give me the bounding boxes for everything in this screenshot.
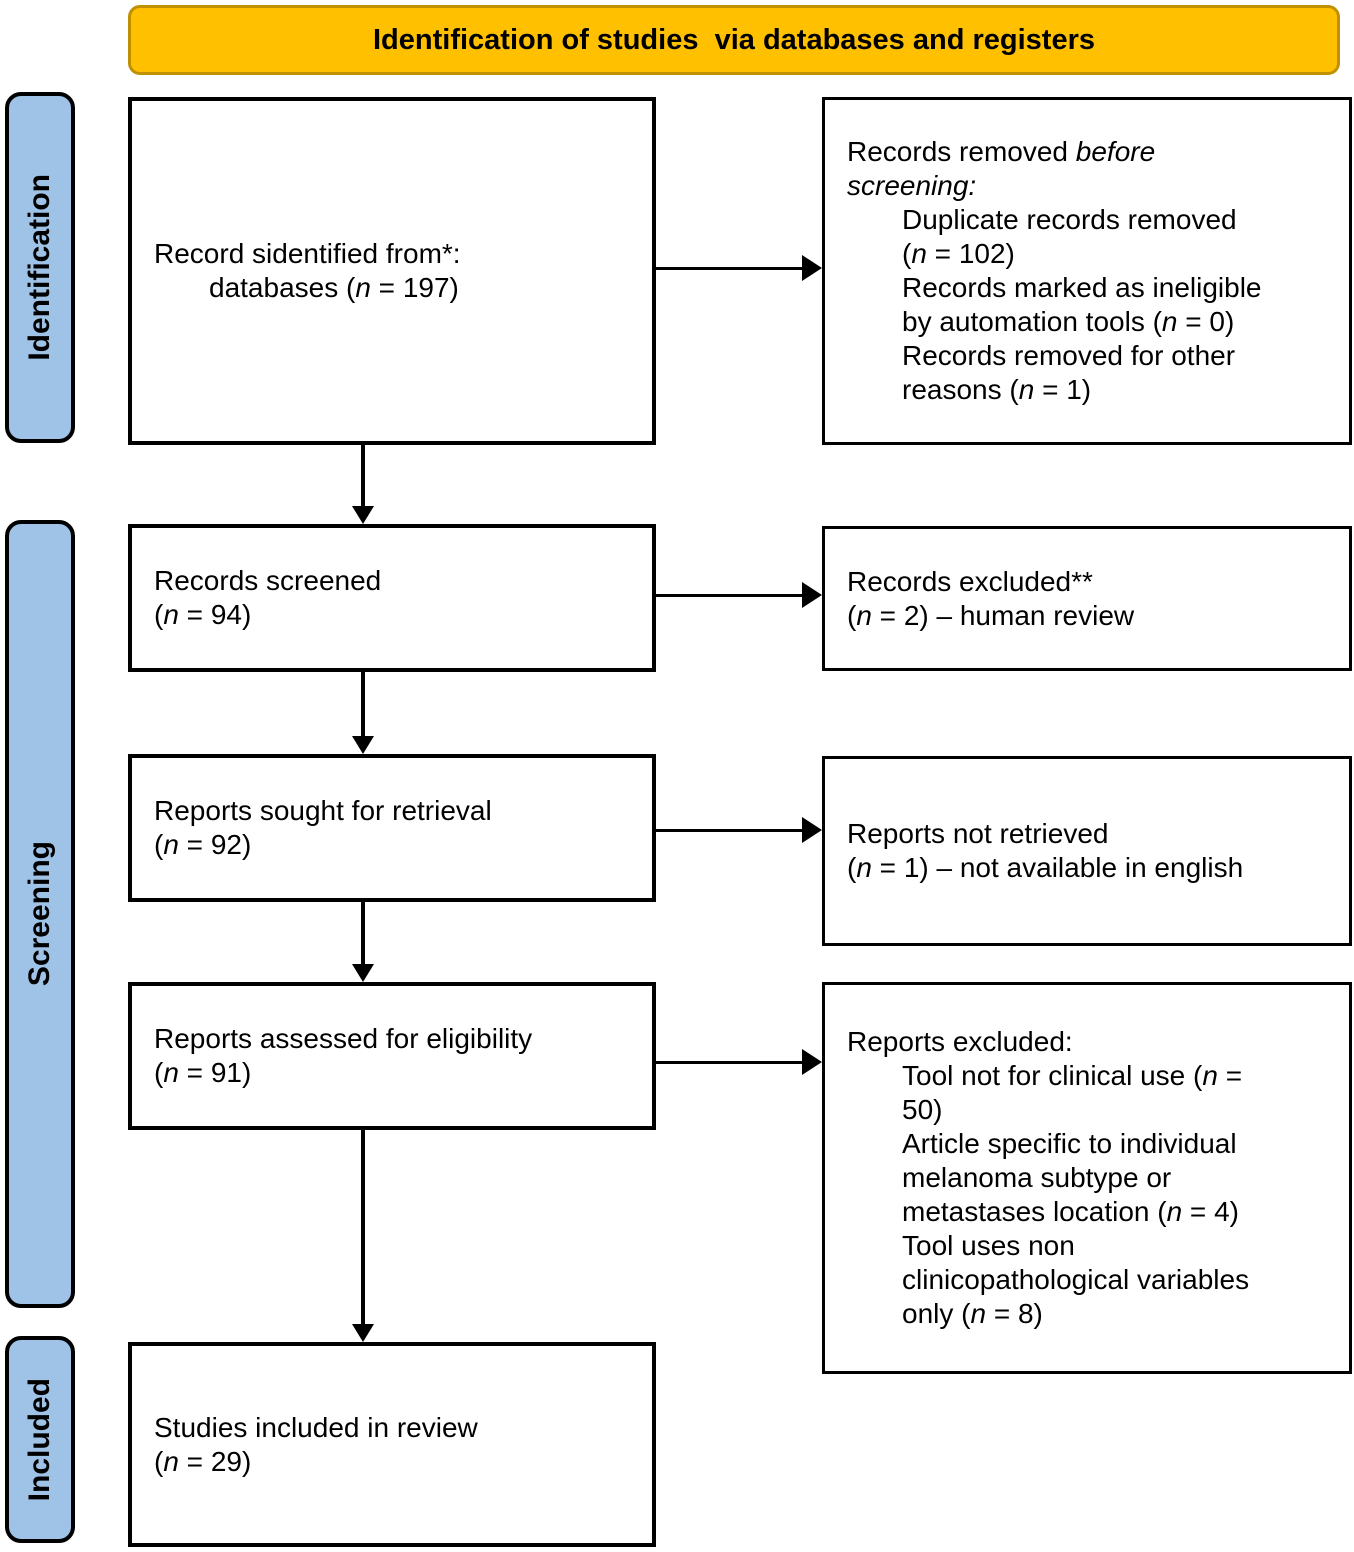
banner-title: Identification of studies via databases … — [373, 23, 1095, 56]
arrow-right-icon — [802, 255, 822, 281]
text-line: (n = 91) — [154, 1057, 252, 1088]
text-line: by automation tools (n = 0) — [902, 306, 1235, 337]
text-line: Reports sought for retrieval — [154, 795, 492, 826]
stage-label-included: Included — [5, 1336, 75, 1543]
arrow-down-icon — [352, 1324, 374, 1342]
text-line: Duplicate records removed — [902, 204, 1237, 235]
stage-label-screening-text: Screening — [23, 841, 56, 987]
text-line: Records screened — [154, 565, 382, 596]
arrow-identified-to-removed — [656, 255, 822, 281]
arrow-right-icon — [802, 1049, 822, 1075]
arrow-identified-to-screened — [352, 445, 374, 524]
stage-label-identification: Identification — [5, 92, 75, 443]
text-line: reasons (n = 1) — [902, 374, 1092, 405]
box-records-identified-text: Record sidentified from*:databases (n = … — [132, 237, 652, 305]
text-line: Records removed for other — [902, 340, 1236, 371]
text-line: 50) — [902, 1094, 943, 1125]
text-line: Tool uses non — [902, 1230, 1075, 1261]
box-reports-sought-text: Reports sought for retrieval(n = 92) — [132, 794, 652, 862]
box-records-excluded: Records excluded**(n = 2) – human review — [822, 526, 1352, 671]
text-line: databases (n = 197) — [209, 272, 459, 303]
box-records-excluded-text: Records excluded**(n = 2) – human review — [825, 565, 1349, 633]
text-line: melanoma subtype or — [902, 1162, 1172, 1193]
text-line: Studies included in review — [154, 1411, 478, 1443]
arrow-assessed-to-reports-excluded — [656, 1049, 822, 1075]
text-line: Reports excluded: — [847, 1026, 1073, 1057]
arrow-right-icon — [802, 817, 822, 843]
arrow-shaft — [656, 1060, 804, 1064]
text-line: (n = 1) – not available in english — [847, 852, 1244, 883]
box-records-screened-text: Records screened(n = 94) — [132, 564, 652, 632]
arrow-shaft — [656, 593, 804, 597]
stage-label-identification-text: Identification — [23, 174, 56, 361]
arrow-screened-to-excluded — [656, 582, 822, 608]
box-reports-assessed: Reports assessed for eligibility(n = 91) — [128, 982, 656, 1130]
arrow-right-icon — [802, 582, 822, 608]
arrow-shaft — [656, 828, 804, 832]
box-reports-excluded: Reports excluded:Tool not for clinical u… — [822, 982, 1352, 1374]
arrow-down-icon — [352, 736, 374, 754]
text-line: Records excluded** — [847, 565, 1093, 597]
text-line: Tool not for clinical use (n = — [902, 1060, 1243, 1091]
box-reports-sought: Reports sought for retrieval(n = 92) — [128, 754, 656, 902]
box-reports-excluded-text: Reports excluded:Tool not for clinical u… — [825, 1025, 1349, 1331]
text-line: metastases location (n = 4) — [902, 1196, 1239, 1227]
arrow-down-icon — [352, 506, 374, 524]
text-line: Reports assessed for eligibility — [154, 1023, 533, 1054]
text-line: Article specific to individual — [902, 1128, 1237, 1159]
text-line: Record sidentified from*: — [154, 238, 461, 269]
box-studies-included-text: Studies included in review(n = 29) — [132, 1411, 652, 1479]
arrow-screened-to-sought — [352, 672, 374, 754]
box-reports-not-retrieved: Reports not retrieved(n = 1) – not avail… — [822, 756, 1352, 946]
arrow-shaft — [361, 1130, 365, 1325]
arrow-shaft — [361, 445, 365, 507]
text-line: (n = 2) – human review — [847, 599, 1135, 631]
text-line: (n = 29) — [154, 1445, 252, 1477]
arrow-shaft — [361, 672, 365, 737]
header-banner: Identification of studies via databases … — [128, 5, 1340, 75]
box-reports-assessed-text: Reports assessed for eligibility(n = 91) — [132, 1022, 652, 1090]
text-line: Records marked as ineligible — [902, 272, 1262, 303]
arrow-down-icon — [352, 964, 374, 982]
text-line: Records removed before — [847, 136, 1156, 167]
arrow-shaft — [656, 266, 804, 270]
arrow-sought-to-assessed — [352, 902, 374, 982]
text-line: only (n = 8) — [902, 1298, 1043, 1329]
box-studies-included: Studies included in review(n = 29) — [128, 1342, 656, 1547]
arrow-sought-to-not-retrieved — [656, 817, 822, 843]
text-line: (n = 92) — [154, 829, 252, 860]
box-records-identified: Record sidentified from*:databases (n = … — [128, 97, 656, 445]
box-reports-not-retrieved-text: Reports not retrieved(n = 1) – not avail… — [825, 817, 1349, 885]
stage-label-screening: Screening — [5, 520, 75, 1308]
arrow-assessed-to-included — [352, 1130, 374, 1342]
arrow-shaft — [361, 902, 365, 965]
box-records-screened: Records screened(n = 94) — [128, 524, 656, 672]
text-line: (n = 94) — [154, 599, 252, 630]
text-line: screening: — [847, 170, 977, 201]
text-line: clinicopathological variables — [902, 1264, 1250, 1295]
stage-label-included-text: Included — [23, 1377, 56, 1502]
text-line: Reports not retrieved — [847, 818, 1109, 849]
text-line: (n = 102) — [902, 238, 1015, 269]
